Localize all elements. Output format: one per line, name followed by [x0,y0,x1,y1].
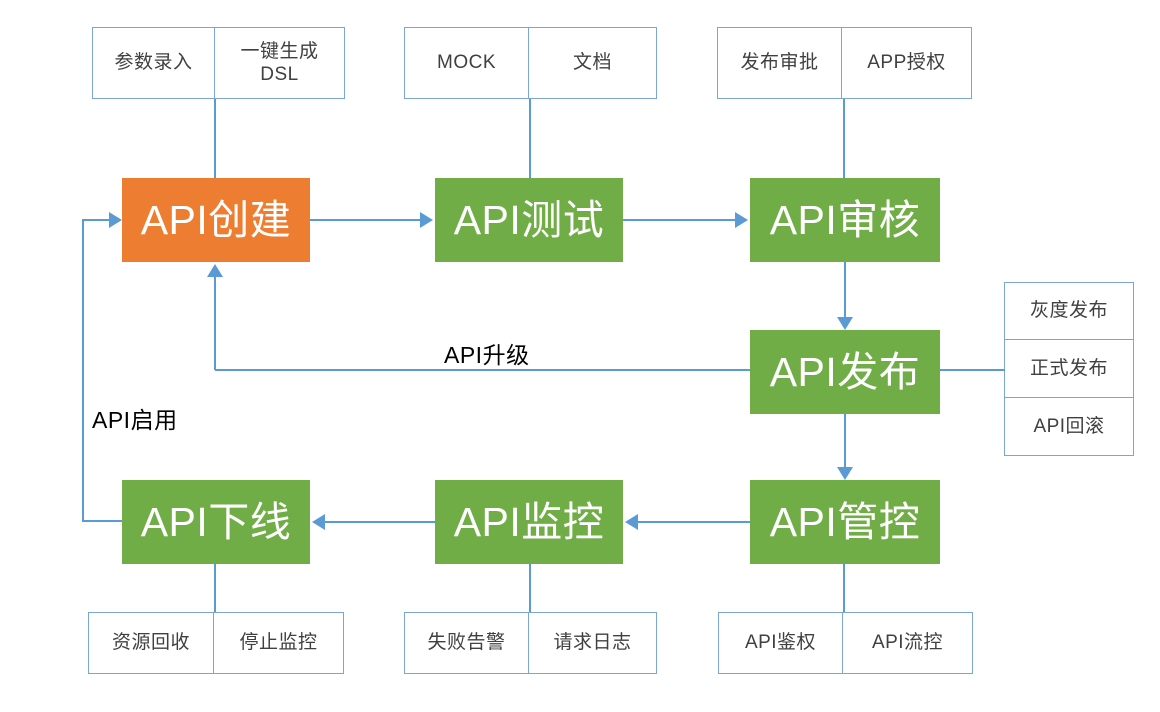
detail-box-monitor-2[interactable]: 请求日志 [529,612,657,674]
process-node-api-govern[interactable]: API管控 [750,480,940,564]
arrowhead-publish-to-govern [837,467,853,480]
edge-review-to-publish [844,262,846,317]
connector-publish-details [940,369,1005,371]
detail-box-offline-1[interactable]: 资源回收 [88,612,214,674]
process-node-api-publish[interactable]: API发布 [750,330,940,414]
edge-create-to-test [310,219,420,221]
arrowhead-publish-to-create [207,264,223,277]
connector-review-details [843,99,845,178]
arrowhead-review-to-publish [837,317,853,330]
process-node-api-monitor[interactable]: API监控 [435,480,623,564]
arrowhead-test-to-review [735,212,748,228]
detail-box-review-1[interactable]: 发布审批 [717,27,842,99]
detail-box-monitor-1[interactable]: 失败告警 [404,612,529,674]
arrowhead-monitor-to-offline [312,514,325,530]
detail-box-publish-1[interactable]: 灰度发布 [1004,282,1134,340]
process-node-api-review[interactable]: API审核 [750,178,940,262]
edge-offline-to-create-top [82,219,109,221]
edge-label-api-upgrade: API升级 [444,342,530,368]
edge-publish-to-create [215,369,750,371]
process-node-api-test[interactable]: API测试 [435,178,623,262]
detail-box-govern-2[interactable]: API流控 [843,612,973,674]
arrowhead-create-to-test [420,212,433,228]
detail-box-publish-3[interactable]: API回滚 [1004,398,1134,456]
arrowhead-govern-to-monitor [625,514,638,530]
process-node-api-create[interactable]: API创建 [122,178,310,262]
arrowhead-offline-to-create [109,212,122,228]
detail-box-govern-1[interactable]: API鉴权 [718,612,843,674]
detail-box-review-2[interactable]: APP授权 [842,27,972,99]
connector-create-details [214,99,216,178]
detail-box-create-2[interactable]: 一键生成 DSL [215,27,345,99]
detail-box-test-2[interactable]: 文档 [529,27,657,99]
detail-box-test-1[interactable]: MOCK [404,27,529,99]
edge-publish-to-govern [844,414,846,467]
detail-box-create-1[interactable]: 参数录入 [92,27,215,99]
edge-publish-to-create-vertical [214,277,216,370]
connector-test-details [529,99,531,178]
edge-label-api-enable: API启用 [92,407,178,433]
detail-box-publish-2[interactable]: 正式发布 [1004,340,1134,398]
detail-box-create-2-line1: 一键生成 [240,40,319,62]
edge-test-to-review [623,219,735,221]
process-node-api-offline[interactable]: API下线 [122,480,310,564]
edge-monitor-to-offline [325,521,435,523]
connector-govern-details [843,564,845,612]
edge-offline-to-create-vertical [82,219,84,521]
edge-offline-to-create-bottom [82,520,122,522]
detail-box-create-2-line2: DSL [260,64,299,85]
connector-monitor-details [529,564,531,612]
detail-box-offline-2[interactable]: 停止监控 [214,612,344,674]
edge-govern-to-monitor [638,521,750,523]
connector-offline-details [214,564,216,612]
